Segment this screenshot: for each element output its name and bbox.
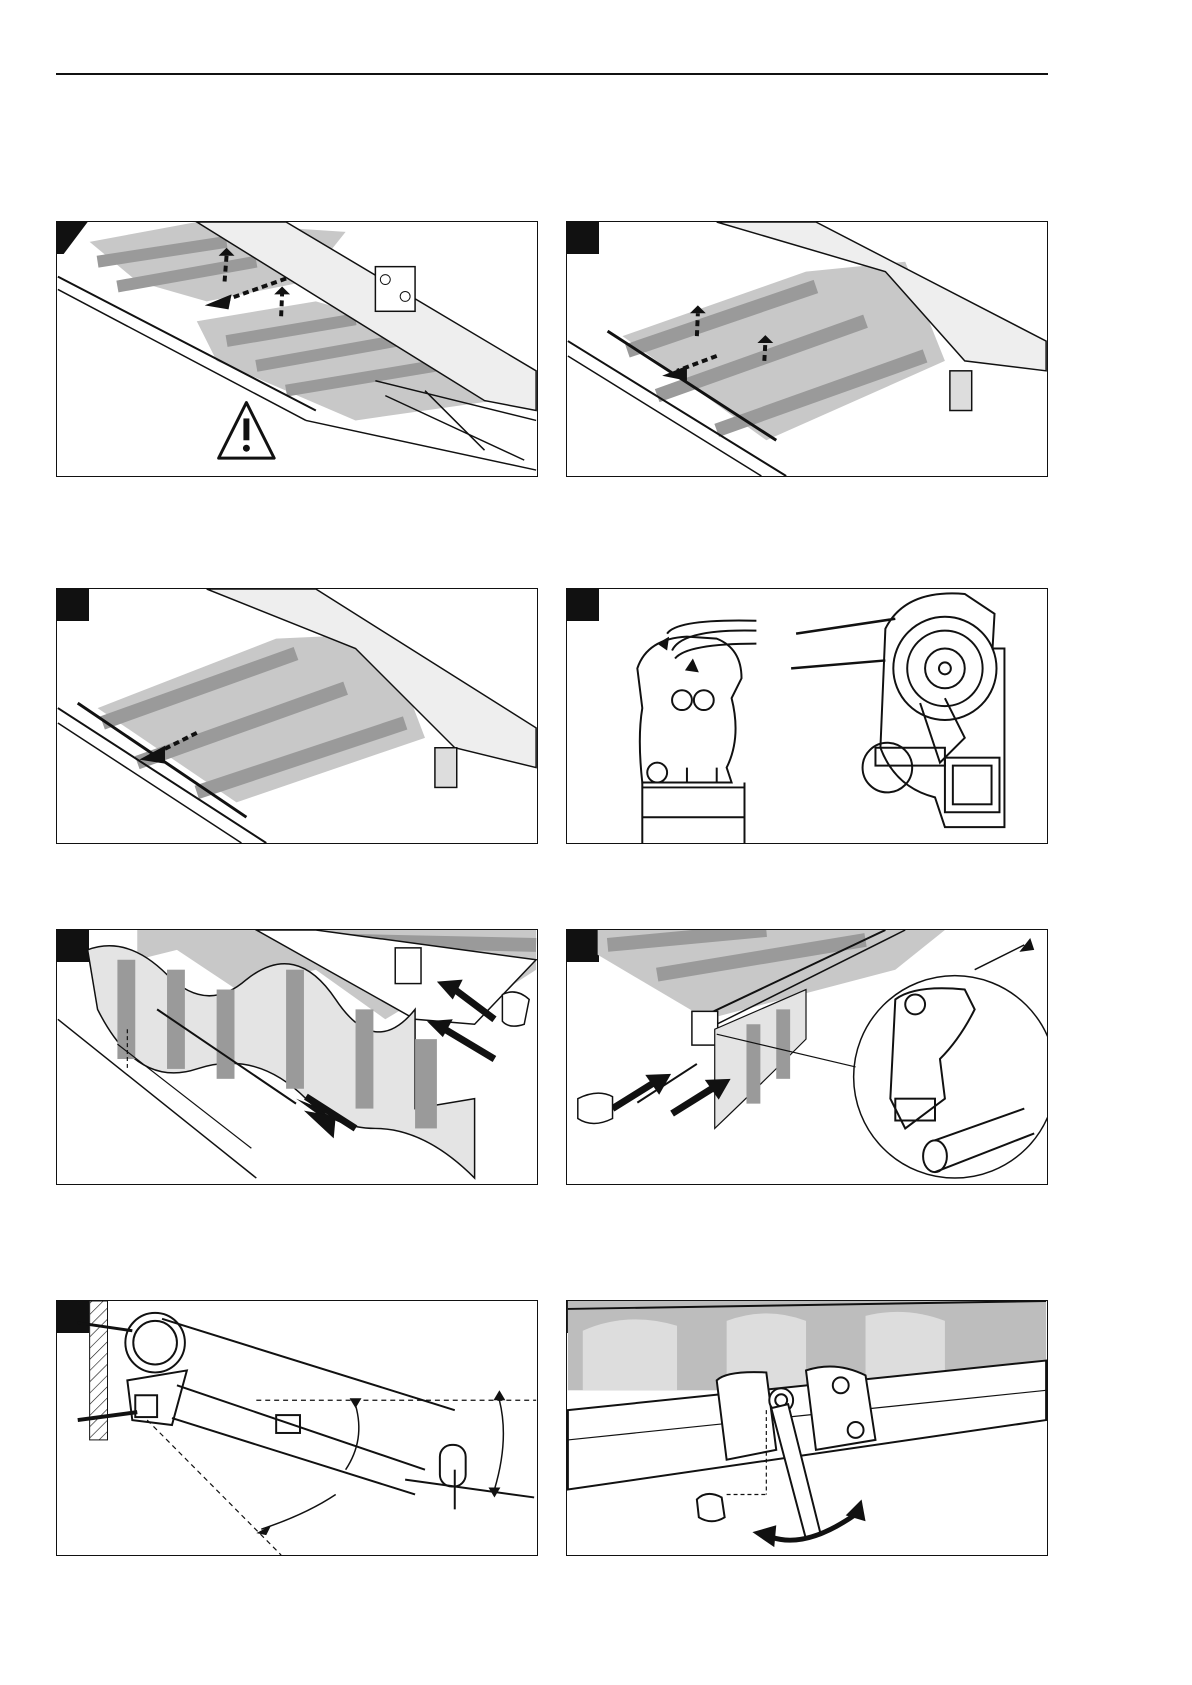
figure-panel-2 <box>566 221 1048 477</box>
awning-fabric-illustration <box>57 222 537 476</box>
figure-panel-1 <box>56 221 538 477</box>
figure-panel-6 <box>566 929 1048 1185</box>
front-profile-detail-illustration <box>567 930 1047 1184</box>
figure-panel-4 <box>566 588 1048 844</box>
roller-cross-section-illustration <box>567 589 1047 843</box>
figure-panel-5 <box>56 929 538 1185</box>
fabric-insert-illustration <box>57 589 537 843</box>
valance-insertion-illustration <box>57 930 537 1184</box>
wrench-adjustment-illustration <box>567 1301 1047 1555</box>
arm-tilt-angle-illustration <box>57 1301 537 1555</box>
header-rule <box>56 73 1048 75</box>
figure-panel-3 <box>56 588 538 844</box>
figure-panel-8 <box>566 1300 1048 1556</box>
figure-panel-7 <box>56 1300 538 1556</box>
fabric-slide-illustration <box>567 222 1047 476</box>
